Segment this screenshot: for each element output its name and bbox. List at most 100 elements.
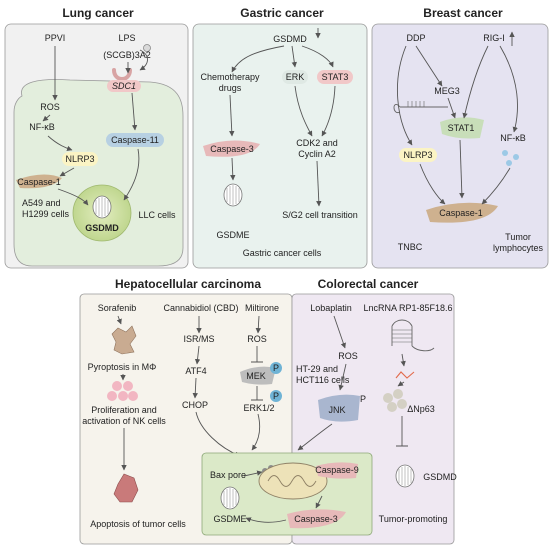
shared-gsdme: GSDME <box>213 514 246 524</box>
crc-ht-line2: HCT116 cells <box>296 375 350 385</box>
crc-ht-line1: HT-29 and <box>296 364 338 374</box>
hcc-mek: MEK <box>246 371 266 381</box>
gastric-chemo-line1: Chemotherapy <box>200 72 260 82</box>
lung-sdc1: SDC1 <box>112 81 136 91</box>
lung-cell-membrane <box>13 79 184 267</box>
breast-tumor: Tumor <box>505 232 531 242</box>
nlrp3-badge <box>62 152 98 166</box>
gastric-sg2: S/G2 cell transition <box>282 210 358 220</box>
gastric-cancer-panel: Gastric cancer GSDMD Chemotherapy drugs … <box>192 6 368 269</box>
lung-cells-line2: H1299 cells <box>22 209 70 219</box>
crc-ros: ROS <box>338 351 358 361</box>
breast-rigi: RIG-I <box>483 33 505 43</box>
breast-cancer-panel: Breast cancer DDP RIG-I MEG3 STAT1 NF-κB… <box>371 6 549 269</box>
mek-badge <box>240 366 276 385</box>
mek-phospho-icon <box>270 362 282 374</box>
gastric-gsdme: GSDME <box>216 230 249 240</box>
gastric-caspase3: Caspase-3 <box>210 144 254 154</box>
caspase9-badge <box>316 462 358 479</box>
stat3-badge <box>317 70 353 84</box>
shared-caspase9: Caspase-9 <box>315 465 359 475</box>
lung-nfkb: NF-κB <box>29 122 55 132</box>
breast-tnbc: TNBC <box>398 242 423 252</box>
gastric-cdk-line2: Cyclin A2 <box>298 149 336 159</box>
tumor-cell-icon <box>113 473 139 503</box>
hcc-miltirone: Miltirone <box>245 303 279 313</box>
hcc-title: Hepatocellular carcinoma <box>115 277 261 291</box>
hcc-sorafenib: Sorafenib <box>98 303 137 313</box>
gsdme-pore-icon <box>223 183 243 207</box>
hcc-apop: Apoptosis of tumor cells <box>90 519 186 529</box>
hcc-erk: ERK1/2 <box>243 403 274 413</box>
hcc-isr: ISR/MS <box>183 334 214 344</box>
gsdme-pore-icon-shared <box>220 486 240 510</box>
hcc-prolif-line2: activation of NK cells <box>82 416 166 426</box>
shared-caspase3: Caspase-3 <box>294 514 338 524</box>
gastric-title: Gastric cancer <box>240 6 324 20</box>
lung-gsdmd: GSDMD <box>85 223 119 233</box>
crc-gsdmd-pore-icon <box>395 464 415 488</box>
breast-nlrp3-badge <box>399 148 437 162</box>
breast-caspase1-badge <box>426 202 498 223</box>
shared-caspase3-badge <box>287 509 346 529</box>
sdc1-badge <box>107 80 141 92</box>
lung-scgb3a2: (SCGB)3A2 <box>103 50 151 60</box>
gastric-cdk-line1: CDK2 and <box>296 138 338 148</box>
gastric-background <box>192 23 368 269</box>
mitochondrion-icon <box>258 462 328 500</box>
lung-lps: LPS <box>118 33 135 43</box>
macrophage-icon <box>111 325 137 355</box>
breast-lympho: lymphocytes <box>493 243 544 253</box>
crc-jnk: JNK <box>328 405 345 415</box>
crc-gsdmd: GSDMD <box>423 472 457 482</box>
crc-dnp63: ΔNp63 <box>407 404 435 414</box>
crc-promoting: Tumor-promoting <box>379 514 448 524</box>
lps-molecule-icon <box>143 44 151 52</box>
crc-jnk-p: P <box>360 394 366 404</box>
lung-caspase11: Caspase-11 <box>111 135 159 145</box>
crc-title: Colorectal cancer <box>318 277 419 291</box>
stat1-badge <box>440 117 484 139</box>
hcc-pyro: Pyroptosis in MΦ <box>88 362 157 372</box>
lung-ros: ROS <box>40 102 60 112</box>
breast-title: Breast cancer <box>423 6 503 20</box>
jnk-badge <box>318 394 360 422</box>
gsdmd-pore-icon <box>92 195 112 219</box>
erk-phospho-icon <box>270 390 282 402</box>
hcc-prolif-line1: Proliferation and <box>91 405 157 415</box>
breast-ddp: DDP <box>406 33 425 43</box>
nk-cells-icon <box>107 381 138 401</box>
erk-badge <box>282 70 308 84</box>
crc-lobaplatin: Lobaplatin <box>310 303 352 313</box>
lung-cells-line1: A549 and <box>22 198 61 208</box>
hcc-chop: CHOP <box>182 400 208 410</box>
lung-ppvi: PPVI <box>45 33 66 43</box>
caspase11-badge <box>106 133 164 147</box>
crc-lncrna: LncRNA RP1-85F18.6 <box>363 303 452 313</box>
breast-meg3: MEG3 <box>434 86 460 96</box>
caspase3-badge <box>203 140 260 157</box>
hcc-mek-p: P <box>273 363 279 373</box>
breast-nfkb: NF-κB <box>500 133 526 143</box>
breast-nlrp3: NLRP3 <box>403 150 432 160</box>
hcc-atf4: ATF4 <box>185 366 206 376</box>
lung-nlrp3: NLRP3 <box>65 154 94 164</box>
breast-caspase1: Caspase-1 <box>439 208 483 218</box>
lung-cancer-panel: Lung cancer PPVI LPS (SCGB)3A2 SDC1 ROS … <box>4 6 189 269</box>
shared-bax: Bax pore <box>210 470 246 480</box>
hcc-erk-p: P <box>273 391 279 401</box>
gastric-stat3: STAT3 <box>322 72 349 82</box>
mrna-fragment-icon <box>395 371 415 379</box>
dnp63-protein-icon <box>383 389 407 412</box>
breast-stat1: STAT1 <box>448 123 475 133</box>
lncrna-hairpin-icon <box>391 319 435 352</box>
caspase1-badge <box>16 174 62 189</box>
lung-title: Lung cancer <box>62 6 134 20</box>
gastric-erk: ERK <box>286 72 305 82</box>
hcc-cbd: Cannabidiol (CBD) <box>163 303 238 313</box>
gastric-cells: Gastric cancer cells <box>243 248 322 258</box>
nfkb-particles-icon <box>502 150 519 166</box>
shared-overlap-panel: Bax pore Caspase-9 Caspase-3 GSDME <box>201 452 373 536</box>
lung-caspase1: Caspase-1 <box>17 177 61 187</box>
